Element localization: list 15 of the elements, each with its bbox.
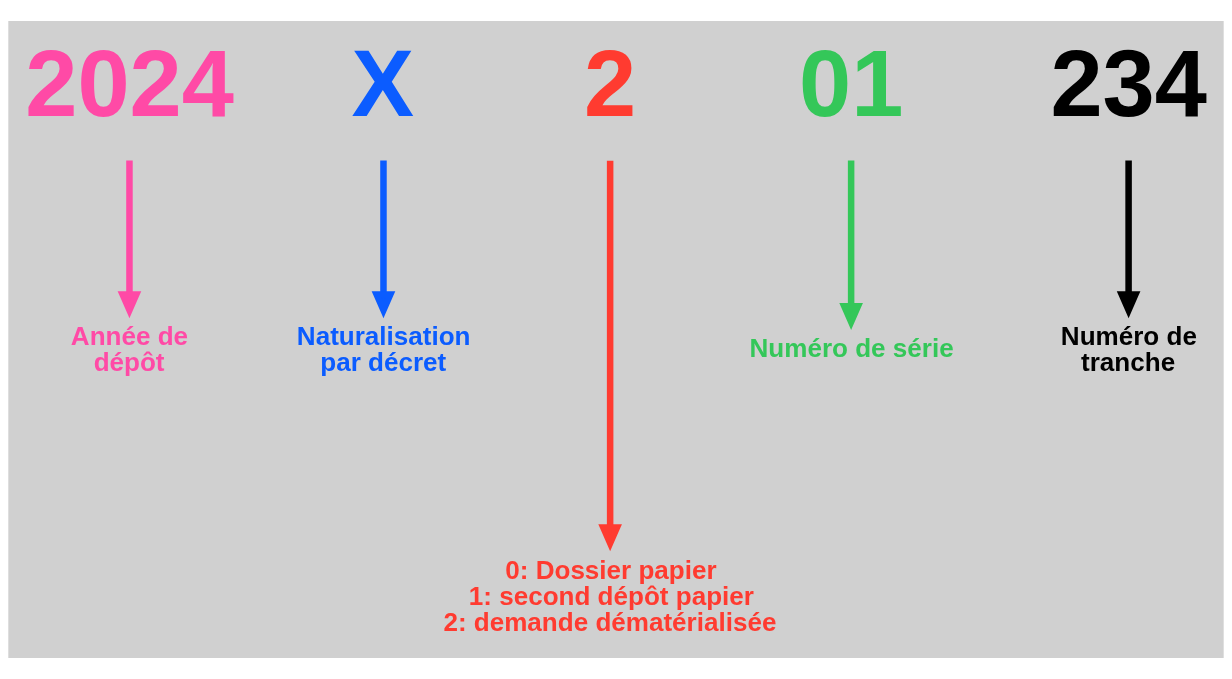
node-text: 01 <box>799 30 904 136</box>
node-text: Numéro de série <box>749 333 954 364</box>
node-text: Naturalisation par décret <box>296 321 471 378</box>
arrow <box>839 160 863 330</box>
node-text: 234 <box>1050 30 1207 136</box>
arrow <box>598 160 622 552</box>
node-text: 2024 <box>25 30 234 136</box>
arrow <box>117 160 142 319</box>
arrow <box>371 160 396 319</box>
arrow <box>1116 160 1141 319</box>
node-text: 2 <box>584 30 637 136</box>
node-text: 0: Dossier papier 1: second dépôt papier 2: demande dématérialisée <box>443 554 777 637</box>
node-text: Numéro de tranche <box>1060 321 1197 378</box>
node-text: Année de dépôt <box>70 321 189 378</box>
node-text: X <box>351 30 415 136</box>
